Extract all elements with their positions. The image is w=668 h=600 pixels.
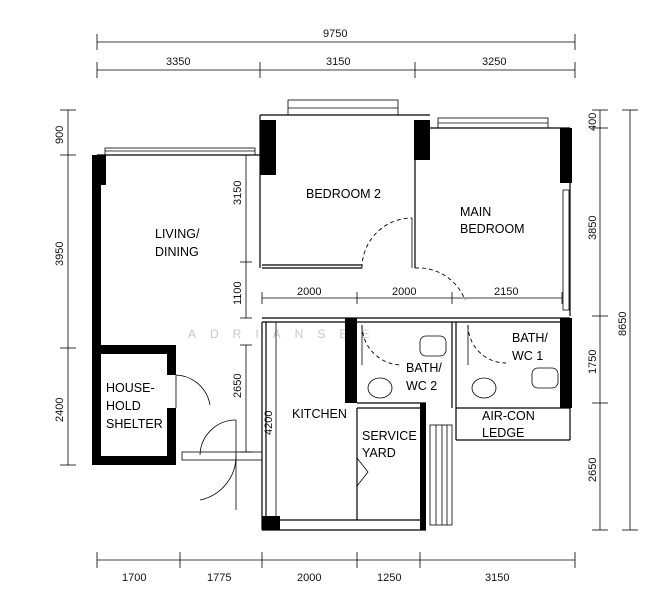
dim-interior-v-1: 3150 <box>232 181 244 205</box>
walls <box>92 114 572 531</box>
dim-top-1: 3350 <box>166 56 190 68</box>
dimension-lines <box>60 34 638 568</box>
label-main-bedroom-2: BEDROOM <box>460 222 525 236</box>
dim-left-3: 2400 <box>54 398 66 422</box>
label-main-bedroom-1: MAIN <box>460 205 491 219</box>
dim-interior-h-1: 2000 <box>297 286 321 298</box>
dim-top-2: 3150 <box>326 56 350 68</box>
label-bath-wc2-1: BATH/ <box>406 361 442 375</box>
label-bath-wc1-2: WC 1 <box>512 349 543 363</box>
label-service-yard-1: SERVICE <box>362 429 417 443</box>
dim-bottom-5: 3150 <box>485 572 509 584</box>
label-aircon-ledge-2: LEDGE <box>482 426 524 440</box>
toilet-wc2 <box>367 377 393 399</box>
dim-bottom-1: 1700 <box>122 572 146 584</box>
basin-wc1 <box>531 367 559 389</box>
dim-left-1: 900 <box>54 126 66 144</box>
label-shelter-2: HOLD <box>106 399 141 413</box>
basin-wc2 <box>419 335 447 357</box>
label-living-dining-2: DINING <box>155 245 199 259</box>
dim-left-2: 3950 <box>54 242 66 266</box>
fixtures <box>367 335 559 399</box>
label-bedroom2: BEDROOM 2 <box>306 187 381 201</box>
dim-right-outer: 8650 <box>617 312 629 336</box>
dim-interior-v-4: 4200 <box>263 411 275 435</box>
dim-right-1: 400 <box>587 113 599 131</box>
label-bath-wc1-1: BATH/ <box>512 331 548 345</box>
label-shelter-3: SHELTER <box>106 417 163 431</box>
windows <box>104 99 549 526</box>
dim-overall-width: 9750 <box>323 28 347 40</box>
label-service-yard-2: YARD <box>362 446 396 460</box>
dim-interior-v-2: 1100 <box>232 281 244 305</box>
dim-bottom-4: 1250 <box>377 572 401 584</box>
toilet-wc1 <box>471 377 497 399</box>
dim-interior-h-2: 2000 <box>392 286 416 298</box>
dim-top-3: 3250 <box>482 56 506 68</box>
label-bath-wc2-2: WC 2 <box>406 379 437 393</box>
dim-right-3: 1750 <box>587 350 599 374</box>
dim-interior-v-3: 2650 <box>232 374 244 398</box>
dim-bottom-3: 2000 <box>297 572 321 584</box>
label-aircon-ledge-1: AIR-CON <box>482 409 535 423</box>
watermark: ADRIANSEE <box>188 327 383 341</box>
dim-right-2: 3850 <box>587 216 599 240</box>
label-living-dining-1: LIVING/ <box>155 227 200 241</box>
label-shelter-1: HOUSE- <box>106 381 155 395</box>
doors <box>175 217 507 510</box>
dim-interior-h-3: 2150 <box>494 286 518 298</box>
label-kitchen: KITCHEN <box>292 407 347 421</box>
dim-bottom-2: 1775 <box>207 572 231 584</box>
dim-right-4: 2650 <box>587 458 599 482</box>
